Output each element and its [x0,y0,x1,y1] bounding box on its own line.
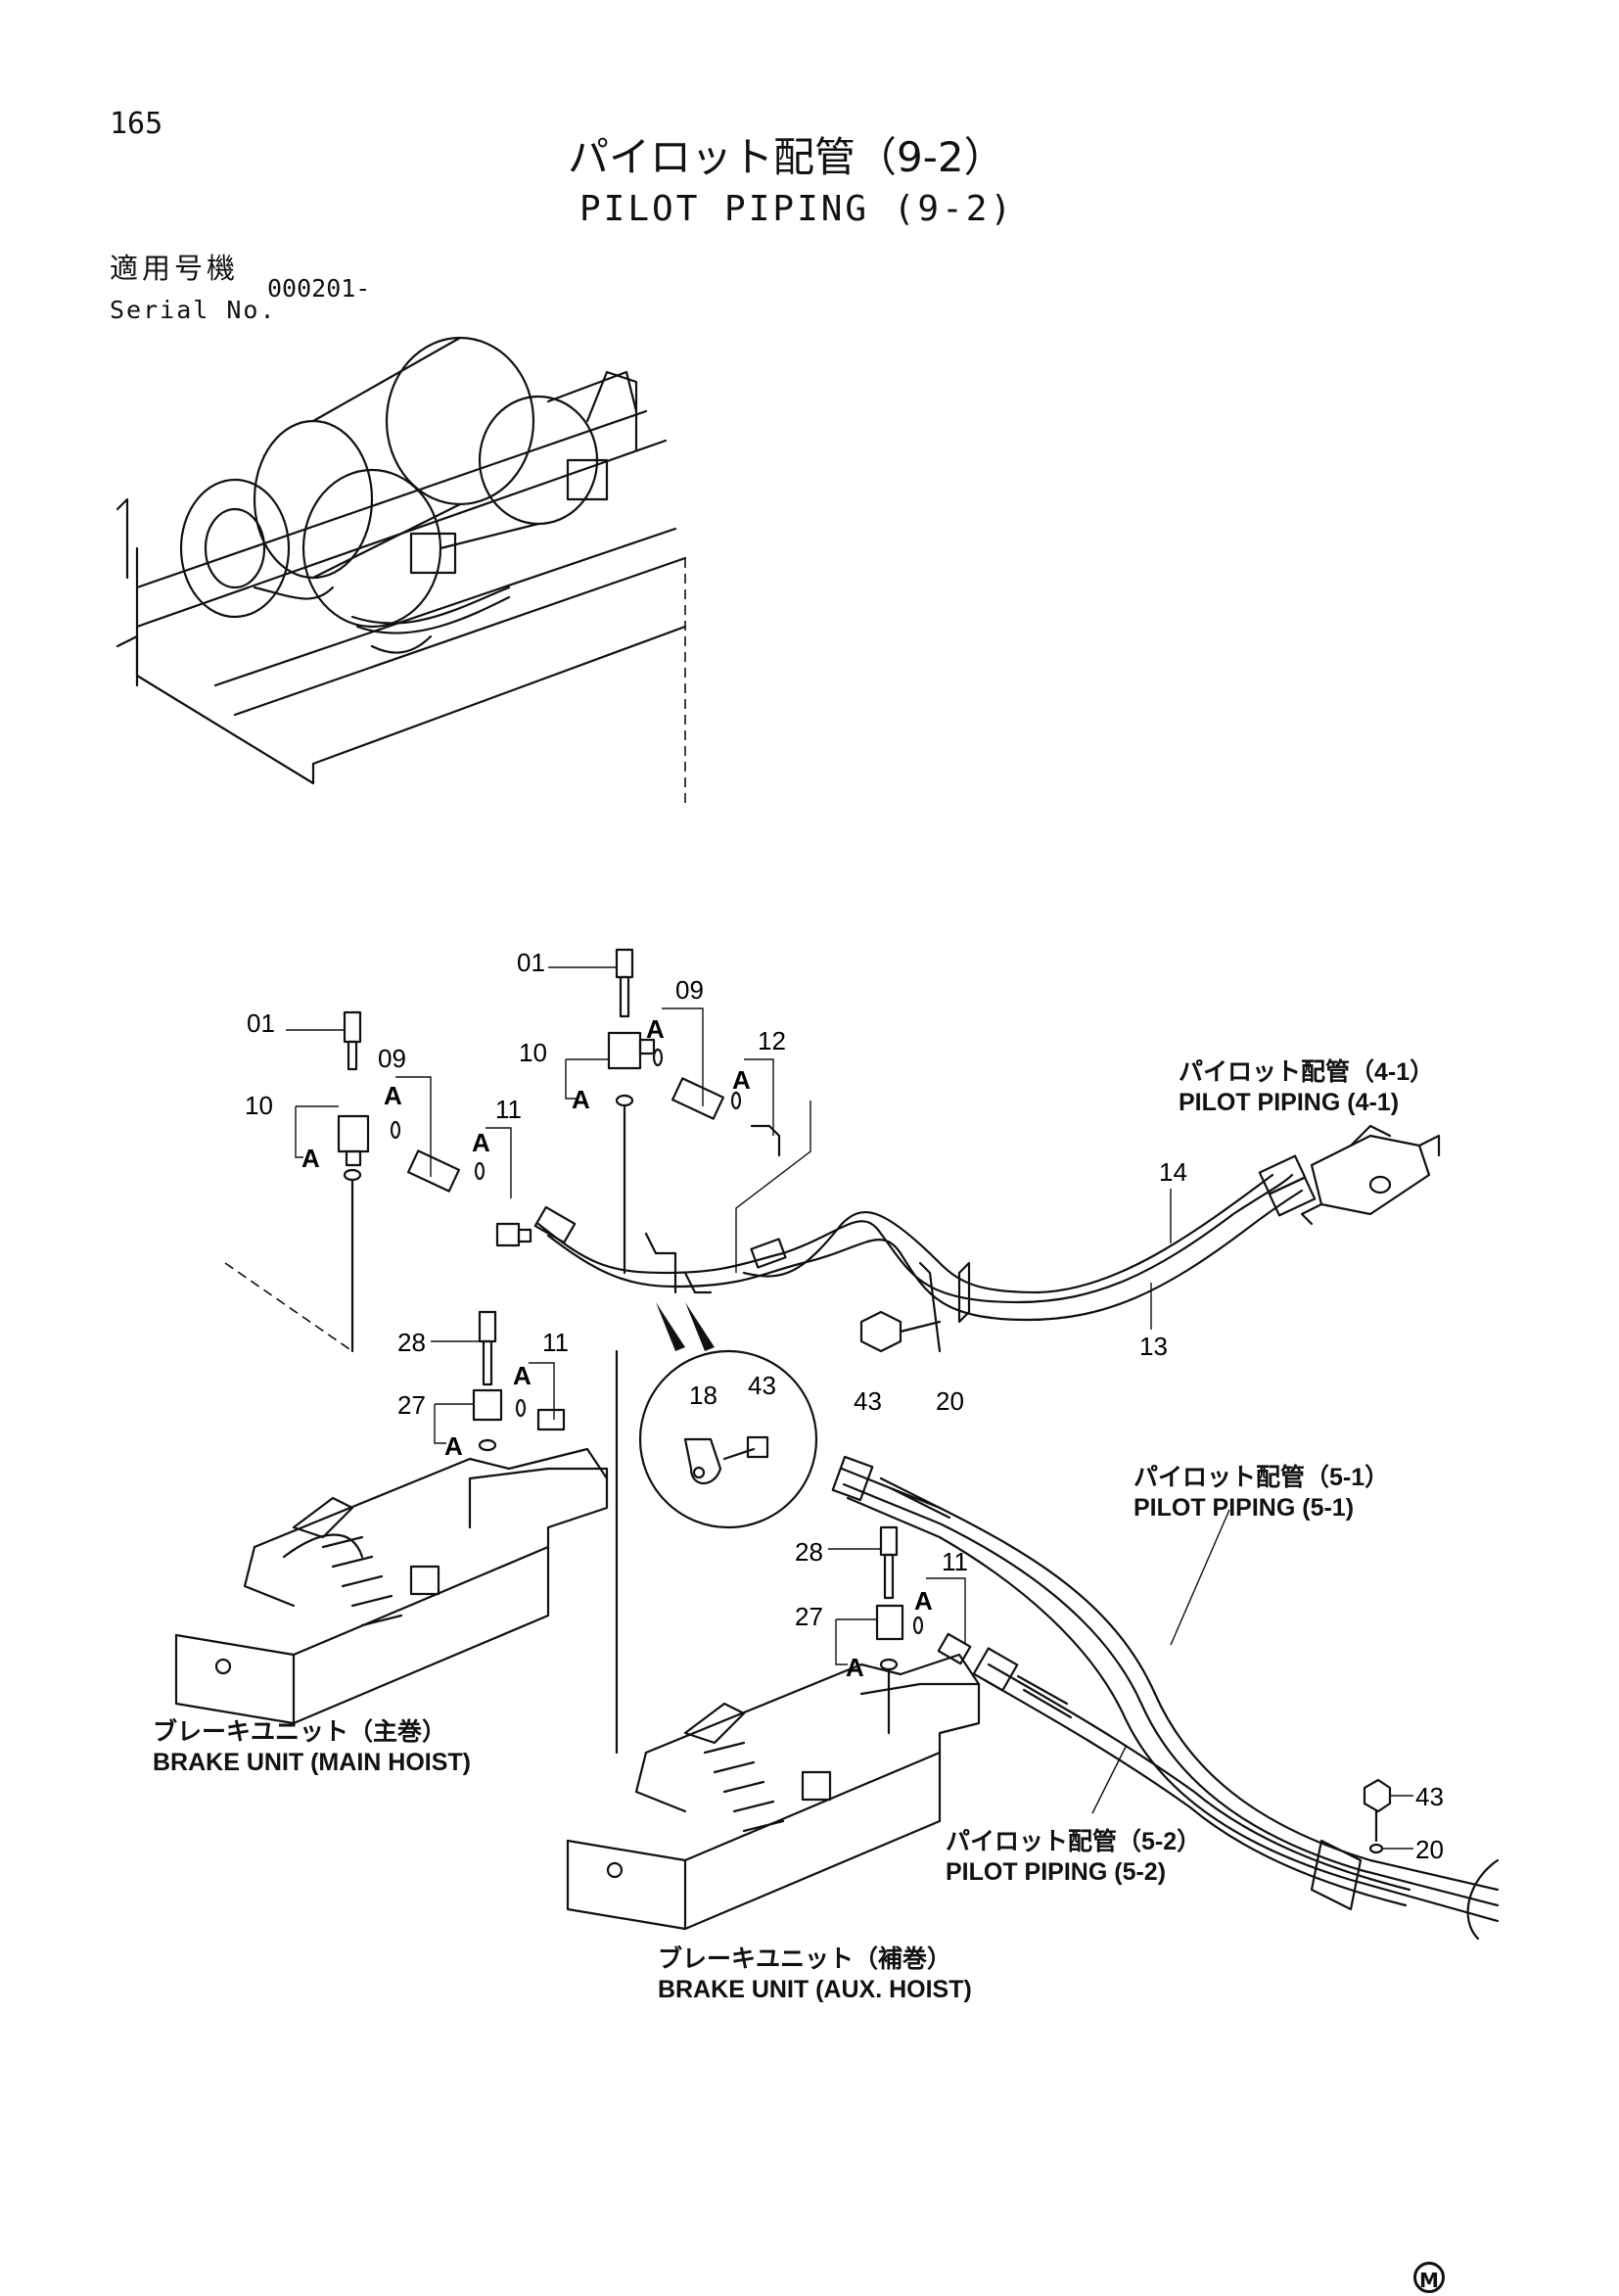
ref-a-7: A [513,1361,532,1390]
caption-pilot-5-2-en: PILOT PIPING (5-2) [946,1858,1167,1887]
part-label-01-a: 01 [247,1008,275,1038]
part-label-43-c: 43 [1415,1782,1444,1811]
part-label-28-a: 28 [397,1328,426,1357]
fitting-stack-left [286,1010,532,1353]
brake-unit-main [174,1262,609,1725]
part-label-12: 12 [758,1026,786,1055]
ref-a-5: A [646,1014,665,1044]
ref-a-8: A [444,1431,463,1461]
ref-a-6: A [732,1065,751,1095]
detail-callout-circle [638,1302,818,1529]
part-label-13: 13 [1139,1332,1168,1361]
part-label-10-b: 10 [519,1038,547,1067]
caption-pilot-5-1-jp: パイロット配管（5-1） [1133,1464,1390,1491]
part-label-11-b: 11 [542,1328,569,1357]
serial-value: 000201- [267,274,371,303]
part-label-11-a: 11 [495,1095,522,1124]
caption-pilot-4-1: パイロット配管（4-1） PILOT PIPING (4-1) [1179,1057,1434,1119]
part-label-28-b: 28 [795,1537,823,1567]
long-hoses [831,1455,1500,1941]
caption-pilot-5-1-en: PILOT PIPING (5-1) [1133,1494,1355,1523]
serial-label-jp: 適用号機 [110,252,240,285]
winch-overview-drawing [116,336,687,803]
caption-pilot-4-1-jp: パイロット配管（4-1） [1179,1058,1435,1086]
serial-label-en: Serial No. [110,296,277,324]
page-title-jp: パイロット配管（9-2） [568,133,1005,181]
ref-a-2: A [472,1128,490,1157]
caption-pilot-5-2: パイロット配管（5-2） PILOT PIPING (5-2) [946,1827,1201,1889]
fitting-stack-center [548,948,811,1755]
bolt-clamp-lower [1363,1778,1413,1854]
caption-brake-aux-en: BRAKE UNIT (AUX. HOIST) [658,1976,972,2004]
caption-pilot-5-1: パイロット配管（5-1） PILOT PIPING (5-1) [1133,1463,1389,1524]
part-label-43-a: 43 [854,1386,882,1416]
pilot-hoses [533,1154,1317,1324]
part-label-09-a: 09 [378,1044,406,1073]
ref-a-3: A [301,1144,320,1173]
caption-pilot-4-1-en: PILOT PIPING (4-1) [1179,1089,1400,1117]
page-number: 165 [110,107,163,141]
ref-a-1: A [384,1081,402,1110]
part-label-27-a: 27 [397,1390,426,1420]
fitting-stack-brake-main [431,1310,566,1452]
part-label-01-b: 01 [517,948,545,977]
valve-block [1300,1124,1441,1226]
part-label-18: 18 [689,1381,717,1410]
part-label-27-b: 27 [795,1602,823,1631]
caption-brake-aux-jp: ブレーキユニット（補巻） [658,1945,952,1973]
part-label-43-b: 43 [748,1371,776,1400]
brake-unit-aux [566,1653,981,1931]
part-label-10-a: 10 [245,1091,273,1120]
caption-brake-main-en: BRAKE UNIT (MAIN HOIST) [153,1749,471,1777]
caption-brake-aux: ブレーキユニット（補巻） BRAKE UNIT (AUX. HOIST) [658,1945,972,2006]
caption-pilot-5-2-jp: パイロット配管（5-2） [946,1828,1202,1855]
ref-a-9: A [914,1586,933,1616]
corner-mark: M [1413,2262,1445,2293]
caption-brake-main-jp: ブレーキユニット（主巻） [153,1718,447,1746]
part-label-20-b: 20 [1415,1835,1444,1864]
part-label-09-b: 09 [675,975,704,1005]
part-label-14: 14 [1159,1157,1187,1187]
page-title-en: PILOT PIPING (9-2) [579,189,1015,229]
caption-brake-main: ブレーキユニット（主巻） BRAKE UNIT (MAIN HOIST) [153,1717,471,1779]
hose-clamp [644,1232,942,1353]
fitting-stack-brake-aux [828,1525,972,1735]
ref-a-4: A [572,1085,590,1114]
part-label-20-a: 20 [936,1386,964,1416]
